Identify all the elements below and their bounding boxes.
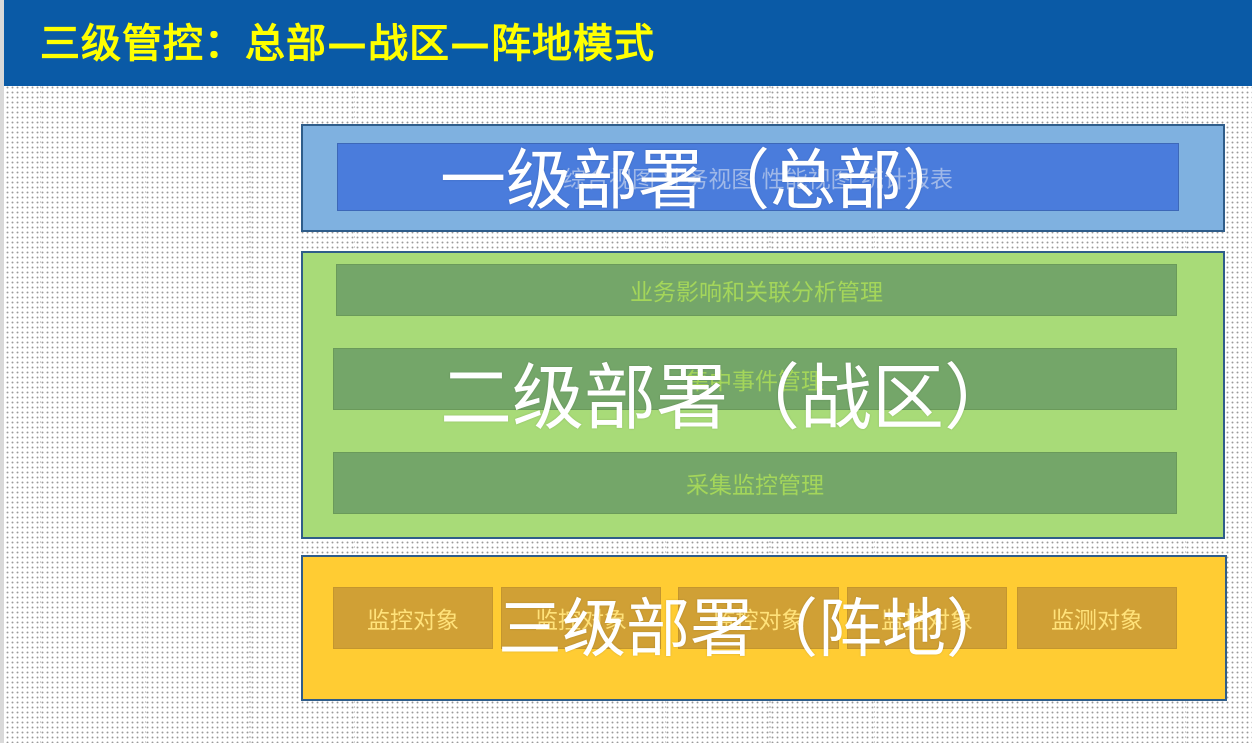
page-title: 三级管控：总部—战区—阵地模式 [40, 21, 655, 67]
detection-object: 监测对象 [1017, 587, 1177, 649]
tier-2-label: 二级部署（战区） [440, 356, 1017, 440]
header-bar: 三级管控：总部—战区—阵地模式 [4, 0, 1252, 86]
collection-monitoring-band: 采集监控管理 [333, 452, 1177, 514]
monitor-object-4: 监控对象 [847, 587, 1007, 649]
event-management-band: 集中事件管理 [333, 348, 1177, 410]
left-edge [0, 0, 4, 743]
tier-1-view-band: 综合视图 业务视图 性能视图 统计报表 [337, 143, 1179, 211]
monitor-object-3: 监控对象 [678, 587, 839, 649]
tier-3-box: 监控对象 监控对象 监控对象 监控对象 监测对象 [301, 555, 1227, 701]
tier-3-label: 三级部署（阵地） [498, 593, 1010, 667]
monitor-object-2: 监控对象 [501, 587, 661, 649]
tier-1-box: 综合视图 业务视图 性能视图 统计报表 [301, 124, 1225, 232]
tier-1-label: 一级部署（总部） [440, 142, 968, 219]
tier-2-box: 业务影响和关联分析管理 集中事件管理 采集监控管理 [301, 251, 1225, 539]
analysis-management-band: 业务影响和关联分析管理 [336, 264, 1177, 316]
monitor-object-1: 监控对象 [333, 587, 493, 649]
